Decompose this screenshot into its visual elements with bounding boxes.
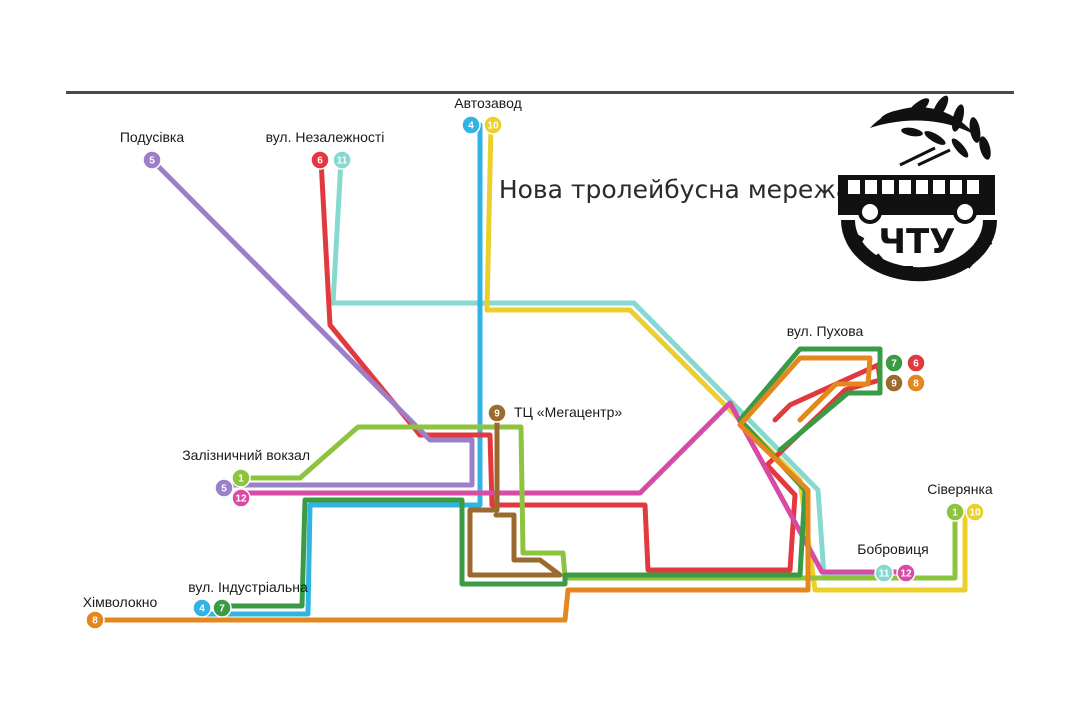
route-9-line bbox=[467, 412, 563, 578]
route-badge-10[interactable]: 10 bbox=[965, 502, 985, 522]
ctu-logo: ЧТУ bbox=[838, 95, 997, 282]
route-badge-circle bbox=[332, 150, 352, 170]
gear-icon bbox=[841, 219, 997, 282]
route-badge-number: 6 bbox=[317, 156, 323, 167]
route-badge-circle bbox=[884, 353, 904, 373]
route-badge-circle bbox=[310, 150, 330, 170]
logo-text: ЧТУ bbox=[879, 222, 956, 262]
route-badge-7[interactable]: 7 bbox=[212, 598, 232, 618]
route-badge-7[interactable]: 7 bbox=[884, 353, 904, 373]
route-badge-number: 4 bbox=[199, 604, 205, 615]
route-badge-9[interactable]: 9 bbox=[884, 373, 904, 393]
route-badge-6[interactable]: 6 bbox=[906, 353, 926, 373]
route-badge-1[interactable]: 1 bbox=[231, 468, 251, 488]
route-badge-9[interactable]: 9 bbox=[487, 403, 507, 423]
route-badge-number: 6 bbox=[913, 359, 919, 370]
stop-label-vokzal[interactable]: Залізничний вокзал bbox=[182, 447, 310, 463]
route-badge-10[interactable]: 10 bbox=[483, 115, 503, 135]
route-badge-circle bbox=[487, 403, 507, 423]
stop-label-siverianka[interactable]: Сіверянка bbox=[927, 481, 993, 497]
route-badge-number: 7 bbox=[219, 604, 225, 615]
route-badge-11[interactable]: 11 bbox=[874, 563, 894, 583]
stop-label-avtozavod[interactable]: Автозавод bbox=[454, 95, 521, 111]
route-badge-number: 5 bbox=[149, 156, 155, 167]
route-badge-number: 11 bbox=[337, 156, 348, 167]
stops-layer: Автозавод Подусівка вул. Незалежності ву… bbox=[83, 95, 993, 610]
route-badge-number: 9 bbox=[891, 379, 897, 390]
route-badge-circle bbox=[965, 502, 985, 522]
route-badge-number: 9 bbox=[494, 409, 500, 420]
route-badge-circle bbox=[896, 563, 916, 583]
route-badge-circle bbox=[231, 468, 251, 488]
route-badge-circle bbox=[945, 502, 965, 522]
route-1-line bbox=[239, 424, 958, 581]
stop-label-industrialna[interactable]: вул. Індустріальна bbox=[188, 579, 308, 595]
top-divider bbox=[66, 91, 1014, 94]
route-badge-number: 5 bbox=[221, 484, 227, 495]
route-badge-circle bbox=[214, 478, 234, 498]
route-badge-circle bbox=[483, 115, 503, 135]
route-badge-1[interactable]: 1 bbox=[945, 502, 965, 522]
route-badge-number: 1 bbox=[952, 508, 958, 519]
route-badge-circle bbox=[142, 150, 162, 170]
route-7-line bbox=[217, 346, 883, 609]
route-badge-circle bbox=[884, 373, 904, 393]
route-badge-circle bbox=[906, 353, 926, 373]
route-4-line bbox=[200, 122, 483, 617]
route-12-line bbox=[239, 400, 909, 575]
route-badge-12[interactable]: 12 bbox=[231, 488, 251, 508]
trolleybus-icon bbox=[838, 146, 995, 224]
route-badge-number: 8 bbox=[92, 616, 98, 627]
route-badge-circle bbox=[231, 488, 251, 508]
route-badge-5[interactable]: 5 bbox=[214, 478, 234, 498]
route-badge-8[interactable]: 8 bbox=[85, 610, 105, 630]
stop-label-bobrovytsia[interactable]: Бобровиця bbox=[857, 541, 928, 557]
route-badge-number: 12 bbox=[235, 494, 247, 505]
route-5-line bbox=[149, 157, 475, 488]
route-badge-4[interactable]: 4 bbox=[192, 598, 212, 618]
stop-label-megacentr[interactable]: ТЦ «Мегацентр» bbox=[514, 404, 622, 420]
route-badge-number: 12 bbox=[900, 569, 912, 580]
laurel-branch-icon bbox=[870, 95, 991, 160]
route-lines bbox=[92, 122, 968, 623]
route-badge-circle bbox=[874, 563, 894, 583]
route-badge-4[interactable]: 4 bbox=[461, 115, 481, 135]
route-badge-number: 7 bbox=[891, 359, 897, 370]
route-badge-number: 10 bbox=[969, 508, 981, 519]
route-badge-number: 4 bbox=[468, 121, 474, 132]
route-badge-number: 1 bbox=[238, 474, 244, 485]
route-badge-8[interactable]: 8 bbox=[906, 373, 926, 393]
route-badge-circle bbox=[85, 610, 105, 630]
route-badge-12[interactable]: 12 bbox=[896, 563, 916, 583]
route-badge-circle bbox=[212, 598, 232, 618]
map-title: Нова тролейбусна мережа bbox=[499, 175, 851, 204]
route-badge-number: 8 bbox=[913, 379, 919, 390]
stop-label-podusivka[interactable]: Подусівка bbox=[120, 129, 185, 145]
route-badge-circle bbox=[192, 598, 212, 618]
route-badge-circle bbox=[461, 115, 481, 135]
route-8-line bbox=[92, 355, 873, 623]
route-badge-number: 11 bbox=[879, 569, 890, 580]
stop-label-nezalezhnosti[interactable]: вул. Незалежності bbox=[266, 129, 385, 145]
stop-label-pukhova[interactable]: вул. Пухова bbox=[787, 323, 864, 339]
route-badge-5[interactable]: 5 bbox=[142, 150, 162, 170]
route-badge-circle bbox=[906, 373, 926, 393]
route-badge-6[interactable]: 6 bbox=[310, 150, 330, 170]
stop-label-khimvolokno[interactable]: Хімволокно bbox=[83, 594, 158, 610]
route-badge-11[interactable]: 11 bbox=[332, 150, 352, 170]
route-badge-number: 10 bbox=[487, 121, 499, 132]
